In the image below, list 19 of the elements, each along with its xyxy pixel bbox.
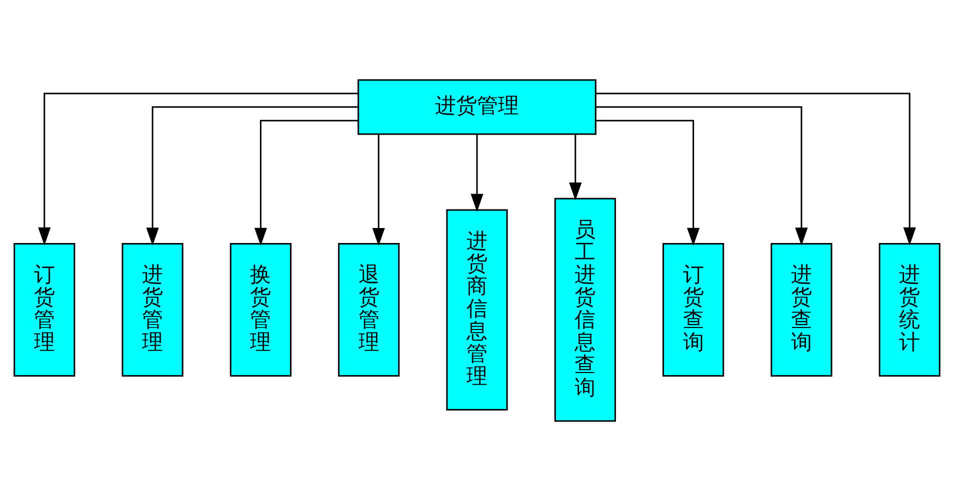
node-box: 进货统计 — [878, 242, 940, 376]
node-box: 订货查询 — [662, 242, 724, 376]
node-box: 退货管理 — [338, 242, 400, 376]
node-box: 订货管理 — [14, 242, 76, 376]
node-box: 员工进货信息查询 — [554, 197, 616, 422]
arrow — [596, 119, 700, 246]
arrow — [372, 134, 385, 246]
node-box: 进货管理 — [358, 78, 596, 134]
node-box: 进货查询 — [770, 242, 832, 376]
node-box: 进货管理 — [122, 242, 184, 376]
node-box: 进货商信息管理 — [446, 208, 508, 410]
arrow — [596, 92, 916, 245]
arrow — [38, 92, 358, 245]
arrow — [146, 106, 358, 246]
node-box: 换货管理 — [230, 242, 292, 376]
arrow — [569, 134, 582, 200]
arrow — [254, 119, 358, 246]
arrow — [596, 106, 808, 246]
arrow — [470, 134, 484, 212]
